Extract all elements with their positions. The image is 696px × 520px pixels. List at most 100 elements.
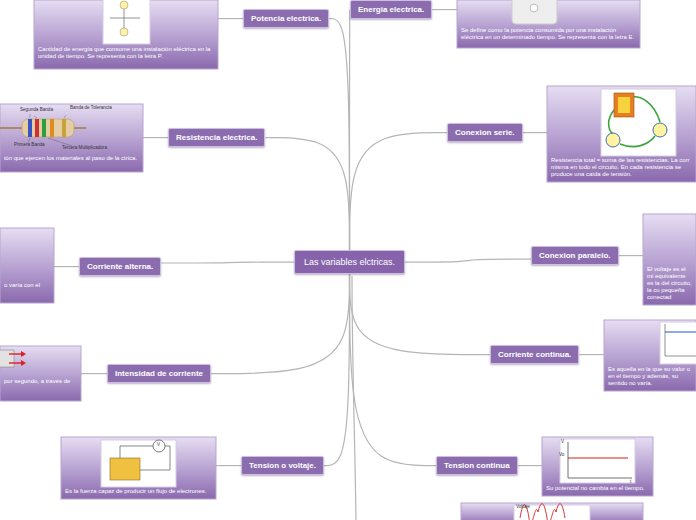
image-label: Banda de Tolerancia <box>70 106 112 111</box>
node-text: Cantidad de energía que consume una inst… <box>38 46 215 60</box>
resistor-band <box>50 119 54 137</box>
detail-panel: Es aquella en la que su valor o en el ti… <box>604 320 696 391</box>
panel-ground <box>547 86 696 182</box>
image-label: Tercera Multiplicadora <box>62 146 107 151</box>
node-text: El voltaje es el mi equivalente es la de… <box>647 266 693 301</box>
connector <box>211 274 349 373</box>
detail-panel: Se define como la potencia consumida por… <box>457 0 640 48</box>
image-label: Primera Banda <box>14 143 45 148</box>
image-label: Vo <box>559 453 564 458</box>
connector <box>143 137 168 138</box>
panel-ground <box>0 346 81 401</box>
topic-box: Intensidad de corriente <box>107 364 211 383</box>
image-frame <box>103 0 150 44</box>
topic-box: Tension continua <box>436 456 518 475</box>
node-text: o varía con el <box>4 282 51 289</box>
topic-box: Corriente continua. <box>490 345 579 364</box>
topic-box: Resistencia electrica. <box>168 128 265 147</box>
panel-ground <box>542 437 653 496</box>
topic-box: Conexion serie. <box>447 123 523 142</box>
graph-frame <box>660 322 696 364</box>
bulb <box>120 1 128 9</box>
graph-frame <box>514 505 590 520</box>
resistor-band <box>62 119 66 137</box>
wire <box>110 18 140 19</box>
graph-line <box>568 458 628 459</box>
connector <box>329 19 349 250</box>
detail-panel: Es la fuerza capaz de producir un flujo … <box>61 437 216 499</box>
node-text: Las variables elctricas. <box>304 257 395 267</box>
branch-line <box>352 276 356 520</box>
node-text: Energia electrica. <box>358 5 424 14</box>
detail-panel: o varía con el <box>0 228 54 303</box>
graph-axes <box>568 442 632 478</box>
connector <box>324 274 350 465</box>
connector <box>405 259 531 262</box>
connector <box>81 373 107 374</box>
node-text: Es aquella en la que su valor o en el ti… <box>608 366 693 387</box>
node-text: ión que ejercen los materiales al paso d… <box>4 155 140 162</box>
image-label: Voltaje <box>516 505 530 510</box>
node-text: Corriente continua. <box>498 350 571 359</box>
graph-line <box>665 331 696 332</box>
detail-panel <box>461 503 643 520</box>
connector <box>350 274 436 465</box>
node-text: Se define como la potencia consumida por… <box>461 27 637 41</box>
conductor <box>0 350 14 367</box>
detail-panel: ión que ejercen los materiales al paso d… <box>0 104 143 172</box>
connector <box>432 9 457 10</box>
detail-panel: por segundo, a través de <box>0 346 81 401</box>
image-label: V <box>157 443 160 448</box>
resistor-body <box>22 119 74 137</box>
socket-icon <box>512 0 557 24</box>
voltmeter <box>153 440 165 452</box>
connector <box>350 274 490 354</box>
connector <box>619 255 643 256</box>
leader-line <box>28 114 72 146</box>
node-text: Conexion serie. <box>455 128 515 137</box>
panel-ground <box>0 228 54 303</box>
topic-box: Potencia electrica. <box>243 9 329 28</box>
image-label: t <box>630 480 631 485</box>
central-topic: Las variables elctricas. <box>294 250 405 274</box>
connector <box>54 266 79 267</box>
image-label: V <box>561 440 564 445</box>
socket-hole <box>530 4 538 12</box>
battery <box>110 458 140 480</box>
arrow-head <box>21 360 26 366</box>
topic-box: Energia electrica. <box>350 0 432 19</box>
node-text: Corriente alterna. <box>87 262 153 271</box>
resistor-band <box>28 119 32 137</box>
resistor-band <box>42 119 46 137</box>
node-text: Su potencial no cambia en el tiempo. <box>546 485 650 492</box>
current-arrow <box>9 362 22 363</box>
image-frame <box>601 89 676 156</box>
node-text: Es la fuerza capaz de producir un flujo … <box>65 488 213 495</box>
detail-panel: Su potencial no cambia en el tiempo. <box>542 437 653 496</box>
node-text: Tension o voltaje. <box>249 461 316 470</box>
image-label: Segunda Banda <box>20 108 53 113</box>
graph-axes <box>665 324 696 356</box>
panel-ground <box>643 214 696 305</box>
connector <box>216 465 241 466</box>
topic-box: Conexion paralelo. <box>531 246 619 265</box>
node-text: Tension continua <box>444 461 510 470</box>
detail-panel: El voltaje es el mi equivalente es la de… <box>643 214 696 305</box>
detail-panel: Cantidad de energía que consume una inst… <box>34 0 218 69</box>
connector <box>579 354 604 355</box>
node-text: Resistencia total = suma de las resisten… <box>551 157 693 178</box>
connector <box>523 132 547 133</box>
connector <box>161 262 294 264</box>
connector <box>518 465 542 466</box>
battery <box>614 93 634 117</box>
topic-box: Corriente alterna. <box>79 257 161 276</box>
panel-ground <box>0 104 143 172</box>
connector <box>218 18 243 19</box>
detail-panel: Resistencia total = suma de las resisten… <box>547 86 696 182</box>
image-frame <box>101 440 176 487</box>
connector <box>265 138 349 250</box>
current-arrow <box>9 353 22 354</box>
